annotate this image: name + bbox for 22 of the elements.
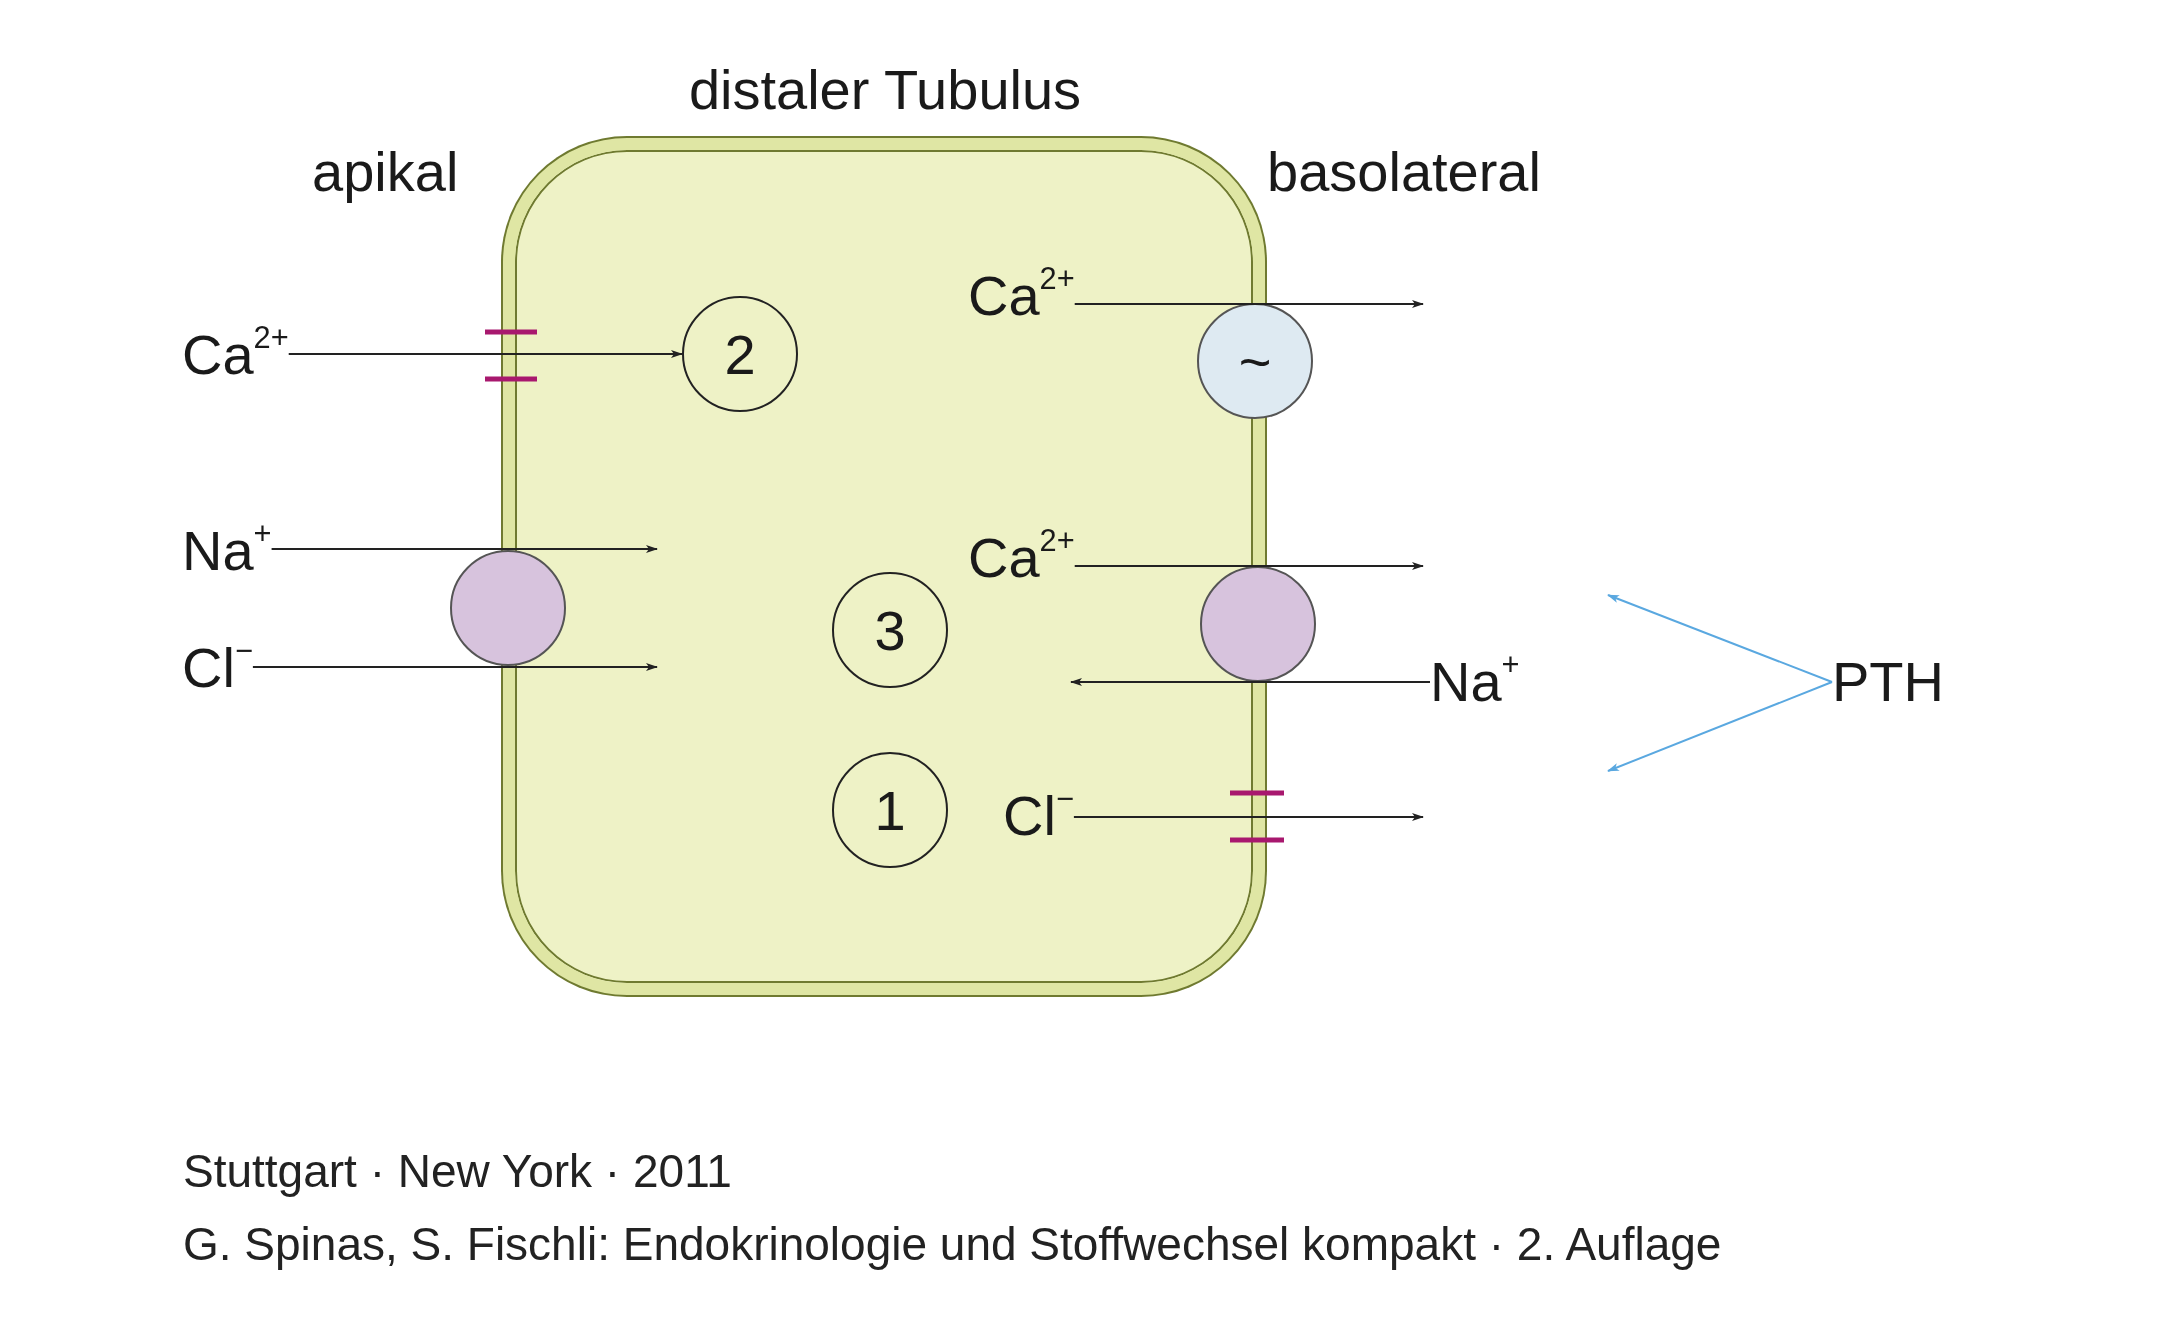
- arrow: [1070, 678, 1431, 686]
- arrow: [251, 663, 658, 671]
- ion-label: Ca$^{2+}$: [968, 528, 1075, 588]
- ion-label: PTH: [1832, 652, 1944, 712]
- arrow: [270, 545, 658, 553]
- arrow: [1607, 681, 1833, 772]
- arrow: [1073, 300, 1424, 308]
- credit-line: Stuttgart · New York · 2011: [183, 1145, 732, 1197]
- ion-label: Na$^{+}$: [182, 521, 272, 581]
- arrow: [287, 350, 683, 358]
- arrow: [1073, 562, 1424, 570]
- membrane-side-label: basolateral: [1267, 142, 1541, 202]
- cell-title: distaler Tubulus: [687, 60, 1083, 120]
- arrow: [1072, 813, 1424, 821]
- ion-label: Na$^{+}$: [1430, 652, 1520, 712]
- ion-label: Cl$^{−}$: [1003, 786, 1074, 846]
- credit-line: G. Spinas, S. Fischli: Endokrinologie und Stoffwechsel kompakt · 2. Auflage: [183, 1218, 1722, 1270]
- ion-label: Ca$^{2+}$: [182, 325, 289, 385]
- ion-label: Cl$^{−}$: [182, 638, 253, 698]
- ion-label: Ca$^{2+}$: [968, 266, 1075, 326]
- membrane-side-label: apikal: [312, 142, 459, 202]
- arrow: [1607, 594, 1833, 683]
